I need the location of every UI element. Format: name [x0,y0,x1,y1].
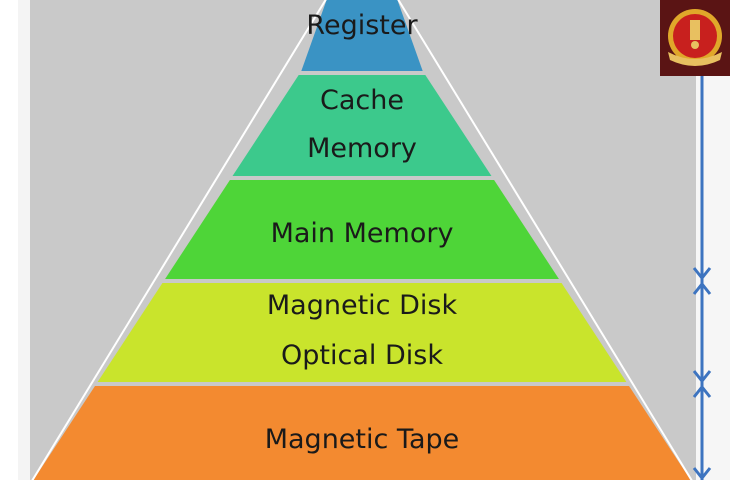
arrow-up-icon [692,281,712,295]
level-label-main-memory: Main Memory [271,218,454,249]
emblem-icon [668,9,722,66]
arrow-up-icon [692,384,712,398]
left-margin-strip [18,0,32,480]
ssc-logo [660,0,730,76]
arrow-down-icon [692,467,712,480]
pyramid-level-register [301,0,423,71]
level-label-cache-memory: Memory [307,133,417,164]
level-label-magnetic-tape: Magnetic Tape [265,424,460,455]
pyramid-edge [31,0,327,480]
arrow-down-icon [692,267,712,281]
pyramid-level-magnetic-optical-disk [97,283,627,382]
arrow-down-icon [692,370,712,384]
pyramid-level-cache-memory [232,75,492,176]
level-label-magnetic-optical-disk: Optical Disk [281,340,443,371]
level-label-register: Register [306,10,418,41]
level-label-cache-memory: Cache [320,85,404,116]
pyramid-level-main-memory [165,180,559,279]
level-arrows [692,76,712,480]
pyramid-level-magnetic-tape [33,386,691,480]
pyramid-edge [397,0,693,480]
level-label-magnetic-optical-disk: Magnetic Disk [267,290,458,321]
